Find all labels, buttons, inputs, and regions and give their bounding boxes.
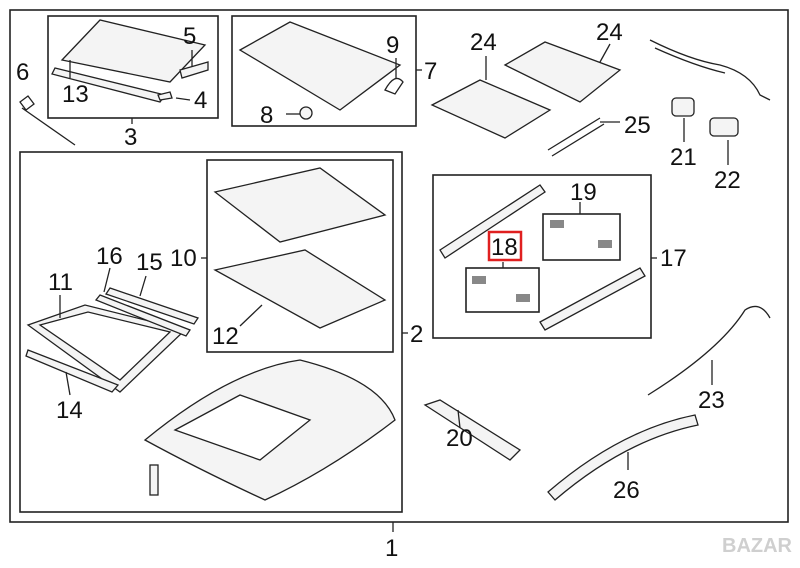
callout-1: 1 (385, 535, 398, 562)
callout-2: 2 (410, 321, 423, 348)
callout-22: 22 (714, 167, 741, 194)
callout-6: 6 (16, 59, 29, 86)
callout-9: 9 (386, 32, 399, 59)
callout-7: 7 (424, 58, 437, 85)
callout-20: 20 (446, 425, 473, 452)
part-shapes (19, 19, 771, 501)
group-box-17 (432, 174, 652, 339)
leader-lines (59, 43, 729, 532)
watermark-logo: BAZAR (722, 535, 793, 557)
callout-12: 12 (212, 323, 239, 350)
group-box-19 (542, 213, 621, 261)
highlight-box-18 (487, 230, 523, 262)
callout-18: 18 (491, 234, 518, 261)
callout-23: 23 (698, 387, 725, 414)
callout-24-left: 24 (470, 29, 497, 56)
callout-10: 10 (170, 245, 197, 272)
callout-21: 21 (670, 144, 697, 171)
callout-14: 14 (56, 397, 83, 424)
callout-25: 25 (624, 112, 651, 139)
callout-19: 19 (570, 179, 597, 206)
callout-4: 4 (194, 87, 207, 114)
callout-11: 11 (48, 269, 73, 296)
callout-5: 5 (183, 23, 196, 50)
callout-3: 3 (124, 124, 137, 151)
callout-15: 15 (136, 249, 163, 276)
group-box-3 (47, 15, 219, 119)
group-box-10 (206, 159, 394, 353)
callout-8: 8 (260, 102, 273, 129)
callout-26: 26 (613, 477, 640, 504)
group-box-7 (231, 15, 417, 127)
callout-13: 13 (62, 81, 89, 108)
group-box-18 (465, 267, 540, 313)
outer-frame (9, 9, 789, 523)
callout-16: 16 (96, 243, 123, 270)
callout-17: 17 (660, 245, 687, 272)
callout-24-right: 24 (596, 19, 623, 46)
group-box-2 (19, 151, 403, 513)
